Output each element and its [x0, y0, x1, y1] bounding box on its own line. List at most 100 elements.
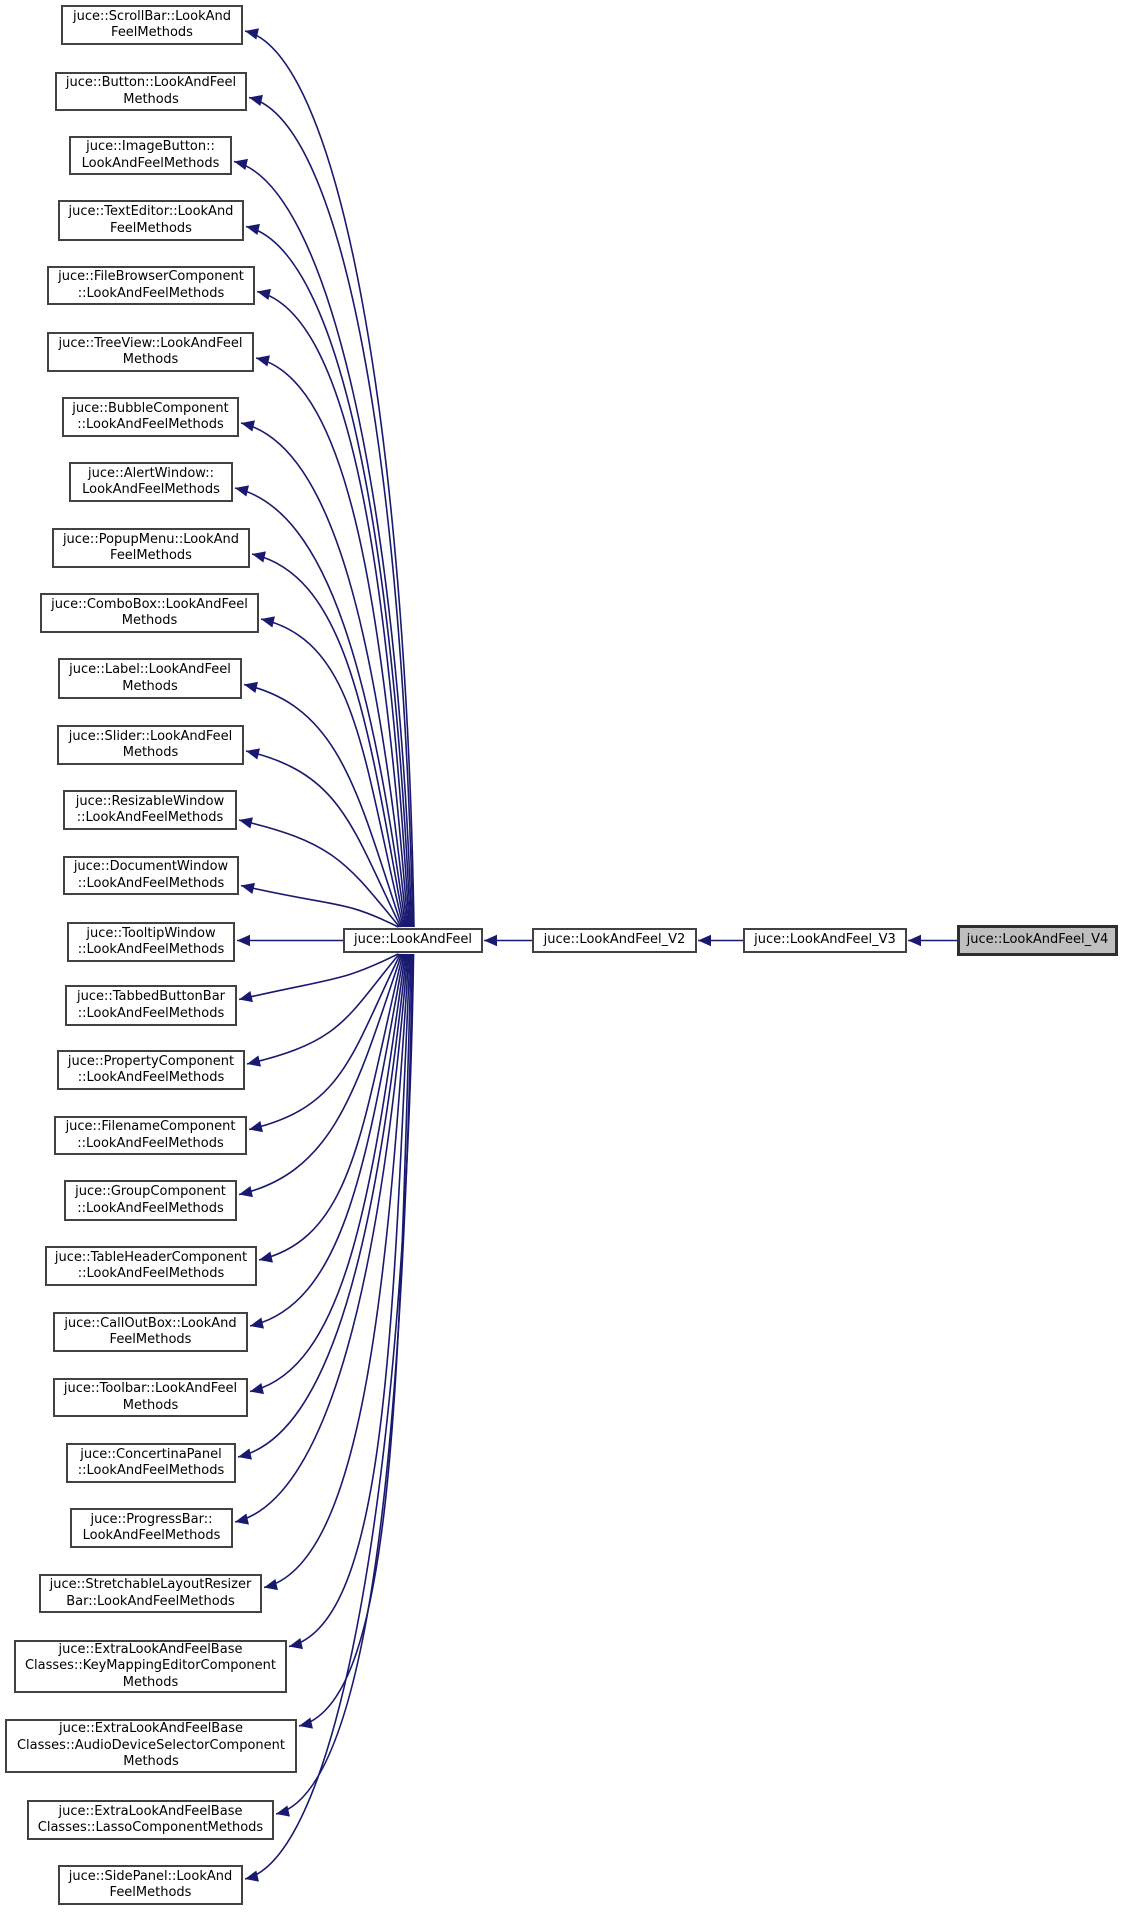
class-node-label: juce::GroupComponent: [75, 1184, 226, 1200]
class-node-tooltipwindow[interactable]: juce::TooltipWindow::LookAndFeelMethods: [67, 922, 235, 962]
inheritance-edge: [234, 485, 407, 928]
inheritance-edge: [245, 748, 402, 928]
class-node-label: juce::PopupMenu::LookAnd: [62, 531, 240, 547]
class-node-label: LookAndFeelMethods: [81, 155, 220, 171]
class-node-concertinapanel[interactable]: juce::ConcertinaPanel::LookAndFeelMethod…: [66, 1443, 236, 1483]
class-node-label: Classes::LassoComponentMethods: [37, 1820, 264, 1835]
class-node-label: FeelMethods: [111, 25, 193, 40]
class-node-label: juce::TooltipWindow: [86, 925, 216, 941]
class-node-label: Methods: [122, 1397, 179, 1413]
inheritance-edge: [258, 953, 404, 1263]
class-node-label: juce::ImageButton::: [86, 139, 215, 155]
class-node-label: Classes::AudioDeviceSelectorComponent: [16, 1737, 286, 1753]
inheritance-edge: [245, 223, 412, 928]
class-node-label: LookAndFeelMethods: [82, 1528, 221, 1543]
class-node-documentwindow[interactable]: juce::DocumentWindow::LookAndFeelMethods: [63, 856, 239, 895]
class-node-label: juce::FilenameComponent: [65, 1119, 236, 1135]
class-node-label: ::LookAndFeelMethods: [76, 810, 224, 825]
inheritance-edge: [255, 355, 409, 928]
class-node-propertycomponent[interactable]: juce::PropertyComponent::LookAndFeelMeth…: [57, 1050, 245, 1090]
class-node-label: juce::BubbleComponent: [72, 400, 229, 416]
class-node-label: juce::LookAndFeel_V2: [543, 932, 686, 948]
class-node-filebrowser[interactable]: juce::FileBrowserComponent::LookAndFeelM…: [47, 266, 255, 305]
class-node-label: FeelMethods: [110, 548, 192, 563]
class-node-tabbedbuttonbar[interactable]: juce::TabbedButtonBar::LookAndFeelMethod…: [65, 985, 237, 1026]
class-node-groupcomponent[interactable]: juce::GroupComponent::LookAndFeelMethods: [64, 1180, 237, 1221]
class-node-tableheader[interactable]: juce::TableHeaderComponent::LookAndFeelM…: [45, 1246, 257, 1286]
class-node-label: ::LookAndFeelMethods: [77, 875, 225, 891]
class-node-label: FeelMethods: [109, 1885, 192, 1900]
class-node-v3[interactable]: juce::LookAndFeel_V3: [743, 928, 907, 953]
class-node-label: juce::ScrollBar::LookAnd: [73, 8, 231, 24]
class-node-label: Methods: [123, 1754, 179, 1770]
inheritance-edge: [238, 953, 403, 1198]
class-node-lookandfeel[interactable]: juce::LookAndFeel: [343, 928, 483, 953]
class-node-label: Methods: [122, 678, 178, 694]
class-node-imagebutton[interactable]: juce::ImageButton::LookAndFeelMethods: [69, 136, 232, 175]
class-node-label: FeelMethods: [109, 1332, 192, 1347]
class-node-label: juce::TreeView::LookAndFeel: [58, 335, 243, 351]
inheritance-edge: [256, 288, 410, 928]
class-node-label: juce::LookAndFeel_V4: [966, 932, 1109, 948]
class-node-label: juce::ResizableWindow: [75, 793, 225, 809]
class-node-v2[interactable]: juce::LookAndFeel_V2: [532, 928, 697, 953]
class-node-label: juce::ExtraLookAndFeelBase: [58, 1803, 243, 1819]
class-node-label: Methods: [122, 1674, 179, 1690]
class-node-label: juce::TabbedButtonBar: [76, 989, 226, 1005]
inheritance-edge: [234, 953, 409, 1525]
inheritance-edge: [244, 28, 415, 928]
class-node-label: ::LookAndFeelMethods: [77, 417, 224, 432]
class-node-resizablewindow[interactable]: juce::ResizableWindow::LookAndFeelMethod…: [63, 790, 237, 830]
inheritance-edge: [251, 551, 406, 928]
class-node-progressbar[interactable]: juce::ProgressBar::LookAndFeelMethods: [70, 1508, 233, 1548]
class-node-label: ::LookAndFeelMethods: [77, 1005, 225, 1021]
class-node-label: juce::StretchableLayoutResizer: [49, 1577, 252, 1593]
class-node-label: juce::Toolbar::LookAndFeel: [63, 1381, 238, 1397]
class-node-label: LookAndFeelMethods: [82, 482, 220, 497]
class-node-alertwindow[interactable]: juce::AlertWindow::LookAndFeelMethods: [69, 462, 233, 502]
class-node-label: juce::ExtraLookAndFeelBase: [58, 1641, 243, 1657]
class-node-label: juce::FileBrowserComponent: [58, 269, 244, 285]
class-node-label: juce::ComboBox::LookAndFeel: [51, 596, 248, 612]
class-node-label: juce::Button::LookAndFeel: [65, 75, 237, 91]
class-node-label: ::LookAndFeelMethods: [77, 942, 225, 957]
class-node-label: juce::ConcertinaPanel: [80, 1446, 222, 1462]
class-node-label: ::LookAndFeelMethods: [77, 285, 225, 301]
class-node-filenamecomponent[interactable]: juce::FilenameComponent::LookAndFeelMeth…: [54, 1116, 247, 1155]
inheritance-edge: [240, 882, 399, 928]
class-node-label: juce::LookAndFeel: [354, 932, 472, 948]
inheritance-edge: [238, 817, 401, 928]
class-node-label: Classes::KeyMappingEditorComponent: [24, 1658, 277, 1674]
class-node-label: Methods: [122, 745, 179, 760]
class-node-label: Methods: [122, 352, 179, 367]
class-node-label: Bar::LookAndFeelMethods: [66, 1593, 235, 1609]
inheritance-edge: [249, 953, 406, 1395]
inheritance-edge: [237, 953, 408, 1460]
class-node-label: juce::DocumentWindow: [73, 859, 229, 875]
inheritance-edge: [248, 94, 414, 928]
class-node-label: juce::TextEditor::LookAnd: [68, 204, 234, 220]
class-node-label: juce::LookAndFeel_V3: [754, 932, 896, 948]
class-node-label: juce::ProgressBar::: [90, 1511, 213, 1527]
inheritance-edge: [249, 953, 405, 1329]
inheritance-edge: [246, 953, 400, 1067]
class-node-bubble[interactable]: juce::BubbleComponent::LookAndFeelMethod…: [62, 397, 239, 437]
inheritance-edge: [298, 953, 412, 1729]
